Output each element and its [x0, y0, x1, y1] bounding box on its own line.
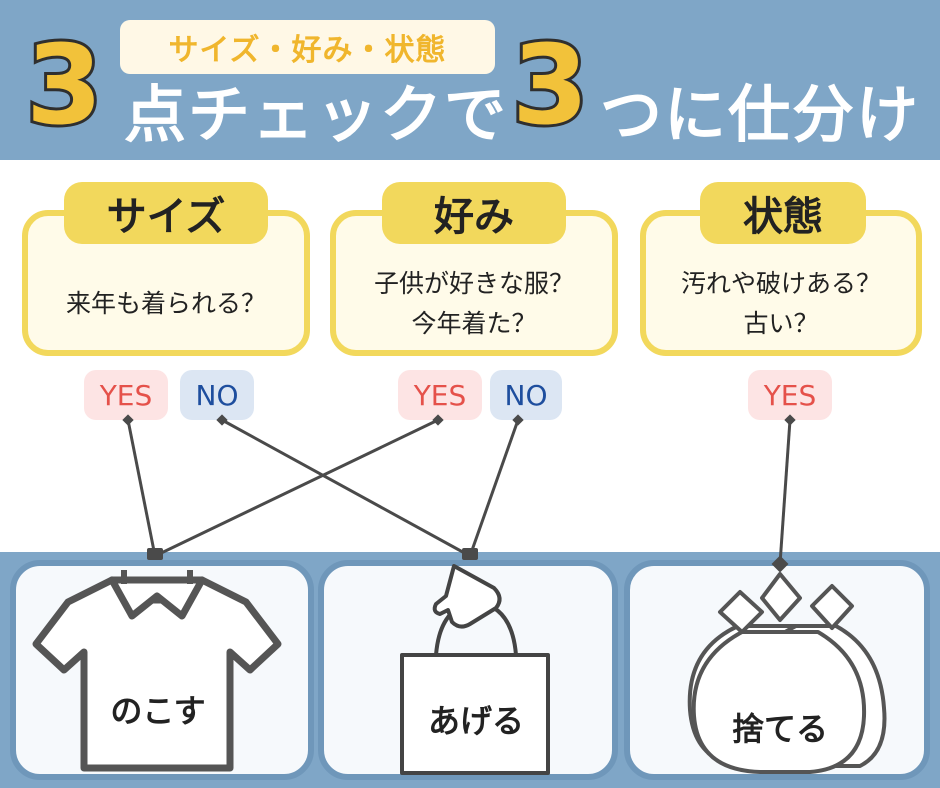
criterion-title-size: サイズ	[64, 182, 268, 244]
yes-badge-condition: YES	[748, 370, 832, 420]
yes-badge-preference: YES	[398, 370, 482, 420]
no-badge-preference: NO	[490, 370, 562, 420]
header-line-1: 点チェックで	[124, 78, 509, 151]
criterion-question: 子供が好きな服？	[373, 269, 574, 298]
connector-lines	[126, 418, 792, 565]
yes-badge-size: YES	[84, 370, 168, 420]
connector-dots	[122, 414, 796, 573]
no-badge-size: NO	[180, 370, 254, 420]
criterion-question: 古い？	[743, 309, 819, 338]
header-line-2: つに仕分け	[600, 78, 921, 151]
criterion-question: 来年も着られる？	[65, 289, 266, 318]
criterion-question: 今年着た？	[411, 309, 537, 338]
destination-label-discard: 捨てる	[731, 710, 828, 748]
header-number-left: 3	[23, 21, 106, 149]
criterion-question: 汚れや破けある？	[680, 269, 881, 298]
header-number-right: 3	[509, 21, 592, 149]
destination-keep	[10, 560, 314, 780]
criterion-title-condition: 状態	[700, 182, 866, 244]
destination-label-keep: のこす	[110, 692, 206, 730]
destination-give	[318, 560, 618, 780]
destination-label-give: あげる	[427, 702, 524, 740]
header-topic-pill: サイズ・好み・状態	[120, 20, 495, 74]
criterion-title-preference: 好み	[382, 182, 566, 244]
